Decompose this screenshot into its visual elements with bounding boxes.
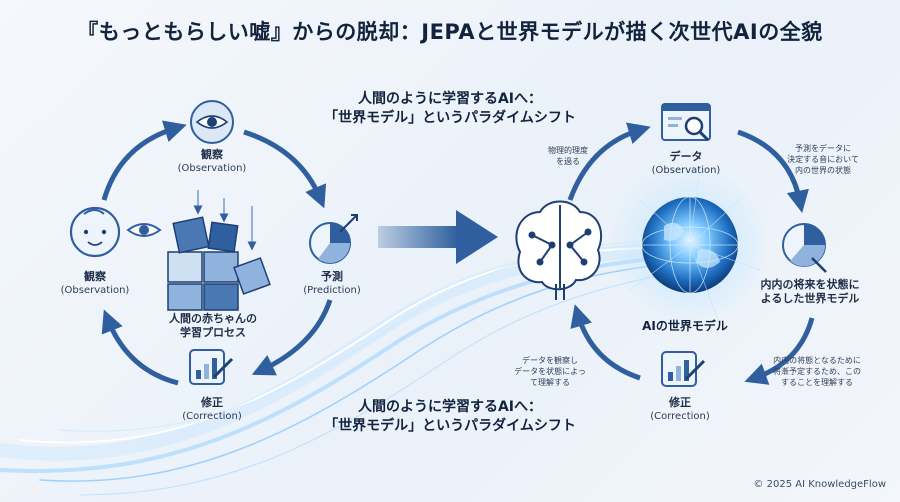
brain-icon: [515, 200, 603, 300]
right-worldmodel-line2: よるした世界モデル: [760, 292, 860, 305]
left-correction-en: (Correction): [182, 411, 242, 422]
edit-chart-icon: [661, 351, 706, 387]
left-correction-label: 修正: [201, 396, 223, 409]
heading-bottom-line2: 「世界モデル」というパラダイムシフト: [324, 418, 576, 434]
note-top-right: 予測をデータに 決定する音において 内の世界の状態: [768, 143, 878, 176]
note-bottom-left-line3: て理解する: [530, 378, 570, 387]
note-top-left-line1: 物理的理度: [548, 146, 588, 155]
note-top-right-line3: 内の世界の状態: [795, 166, 851, 175]
heading-top-line1: 人間のように学習するAIへ：: [357, 91, 543, 107]
left-center-line2: 学習プロセス: [180, 326, 246, 339]
right-data-node: データ (Observation): [626, 150, 746, 177]
right-worldmodel-line1: 内内の将来を状態に: [760, 278, 860, 291]
left-baby-node: 観察 (Observation): [35, 270, 155, 297]
note-bottom-left-line1: データを観察し: [522, 356, 578, 365]
transition-arrow: [378, 210, 498, 264]
note-top-right-line1: 予測をデータに: [795, 144, 851, 153]
left-observation-label: 観察: [201, 148, 223, 161]
left-baby-label: 観察: [84, 270, 106, 283]
heading-bottom: 人間のように学習するAIへ： 「世界モデル」というパラダイムシフト: [300, 398, 600, 436]
left-center-line1: 人間の赤ちゃんの: [169, 312, 257, 325]
right-data-label: データ: [669, 150, 703, 163]
heading-bottom-line1: 人間のように学習するAIへ：: [357, 399, 543, 415]
pie-chart-icon: [309, 214, 358, 264]
left-baby-en: (Observation): [60, 285, 130, 296]
right-cycle-arrows: [567, 122, 815, 385]
note-bottom-left-line2: データを状態によっ: [514, 367, 586, 376]
blocks-icon: [167, 190, 271, 311]
note-bottom-right: 内内の将態となるために 将漸予定するため、この することを理解する: [752, 355, 882, 388]
note-bottom-right-line3: することを理解する: [781, 378, 853, 387]
small-eye-icon: [126, 223, 162, 237]
note-bottom-right-line2: 将漸予定するため、この: [773, 367, 861, 376]
pie-chart-icon: [782, 223, 827, 273]
heading-top: 人間のように学習するAIへ： 「世界モデル」というパラダイムシフト: [300, 90, 600, 128]
note-bottom-left: データを観察し データを状態によっ て理解する: [500, 355, 600, 388]
search-data-icon: [661, 103, 711, 142]
right-correction-node: 修正 (Correction): [620, 396, 740, 423]
edit-chart-icon: [189, 349, 234, 385]
heading-top-line2: 「世界モデル」というパラダイムシフト: [324, 110, 576, 126]
left-cycle-arrows: [101, 120, 333, 386]
note-top-left: 物理的理度 を過る: [528, 145, 608, 167]
left-correction-node: 修正 (Correction): [152, 396, 272, 423]
note-top-left-line2: を過る: [556, 157, 580, 166]
right-worldmodel-node: 内内の将来を状態に よるした世界モデル: [740, 278, 880, 306]
globe-icon: [608, 163, 772, 327]
eye-icon: [190, 100, 234, 144]
left-observation-en: (Observation): [177, 163, 247, 174]
right-data-en: (Observation): [651, 165, 721, 176]
right-correction-label: 修正: [669, 396, 691, 409]
baby-icon: [69, 206, 121, 258]
page-title: 『もっともらしい嘘』からの脱却：JEPAと世界モデルが描く次世代AIの全貌: [77, 20, 823, 44]
copyright-text: © 2025 AI KnowledgeFlow: [753, 479, 886, 490]
note-bottom-right-line1: 内内の将態となるために: [773, 356, 861, 365]
left-prediction-label: 予測: [321, 270, 343, 283]
ai-world-model-label: AIの世界モデル: [642, 319, 728, 333]
right-correction-en: (Correction): [650, 411, 710, 422]
left-prediction-node: 予測 (Prediction): [272, 270, 392, 297]
left-observation-node: 観察 (Observation): [152, 148, 272, 175]
left-center-node: 人間の赤ちゃんの 学習プロセス: [148, 312, 278, 340]
note-top-right-line2: 決定する音において: [787, 155, 859, 164]
left-prediction-en: (Prediction): [303, 285, 361, 296]
